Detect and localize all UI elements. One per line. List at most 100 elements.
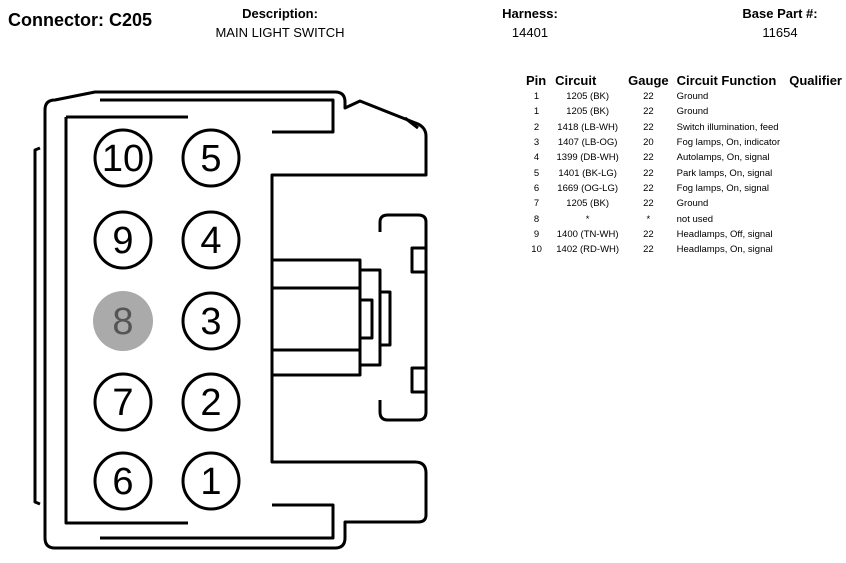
connector-housing bbox=[33, 90, 428, 550]
pin-cell: 8 bbox=[533, 213, 540, 225]
pin-3: 3 bbox=[181, 291, 241, 351]
gauge-cell: 20 bbox=[643, 137, 654, 149]
pin-number: 3 bbox=[200, 301, 221, 343]
function-cell: Fog lamps, On, signal bbox=[676, 182, 770, 194]
table-row: 10 1402 (RD-WH) 22 Headlamps, On, signal bbox=[522, 242, 846, 257]
qualifier-cell bbox=[785, 89, 846, 104]
qualifier-cell bbox=[785, 150, 846, 165]
circuit-cell: 1407 (LB-OG) bbox=[557, 137, 618, 149]
pin-number: 5 bbox=[200, 138, 221, 180]
connector-title: Connector: C205 bbox=[8, 10, 153, 30]
pin-number: 10 bbox=[102, 138, 144, 180]
circuit-cell: * bbox=[585, 213, 590, 225]
qualifier-cell bbox=[785, 196, 846, 211]
base-part-block: Base Part #: 11654 bbox=[730, 6, 830, 40]
pinout-table-header: Pin Circuit Gauge Circuit Function Quali… bbox=[522, 71, 846, 89]
pin-2: 2 bbox=[181, 372, 241, 432]
pin-circle bbox=[93, 128, 153, 188]
pin-cell: 10 bbox=[531, 244, 542, 256]
gauge-cell: 22 bbox=[643, 91, 654, 103]
pinout-table: Pin Circuit Gauge Circuit Function Quali… bbox=[522, 71, 846, 257]
col-header-qualifier: Qualifier bbox=[789, 72, 842, 88]
pin-grid: 10 9 8 7 6 5 4 3 2 1 bbox=[93, 128, 241, 511]
pin-number: 6 bbox=[112, 461, 133, 503]
pin-8: 8 bbox=[93, 291, 153, 351]
circuit-cell: 1205 (BK) bbox=[566, 106, 610, 118]
pin-circle bbox=[181, 372, 241, 432]
col-header-circuit: Circuit bbox=[555, 72, 597, 88]
pin-number: 4 bbox=[200, 220, 221, 262]
function-cell: Headlamps, Off, signal bbox=[676, 228, 773, 240]
pin-circle bbox=[181, 210, 241, 270]
col-header-pin: Pin bbox=[526, 72, 547, 88]
pin-10: 10 bbox=[93, 128, 153, 188]
pin-circle bbox=[93, 451, 153, 511]
pin-circle bbox=[181, 291, 241, 351]
col-header-gauge: Gauge bbox=[628, 72, 669, 88]
table-row: 8 * * not used bbox=[522, 211, 846, 226]
pin-cell: 6 bbox=[533, 182, 540, 194]
circuit-cell: 1400 (TN-WH) bbox=[556, 228, 619, 240]
pin-cell: 5 bbox=[533, 167, 540, 179]
pin-9: 9 bbox=[93, 210, 153, 270]
pin-cell: 3 bbox=[533, 137, 540, 149]
qualifier-cell bbox=[785, 165, 846, 180]
pin-6: 6 bbox=[93, 451, 153, 511]
table-row: 9 1400 (TN-WH) 22 Headlamps, Off, signal bbox=[522, 227, 846, 242]
harness-block: Harness: 14401 bbox=[480, 6, 580, 40]
gauge-cell: * bbox=[646, 213, 651, 225]
function-cell: Headlamps, On, signal bbox=[676, 244, 773, 256]
gauge-cell: 22 bbox=[643, 228, 654, 240]
circuit-cell: 1669 (OG-LG) bbox=[557, 182, 619, 194]
circuit-cell: 1205 (BK) bbox=[566, 198, 610, 210]
pin-1: 1 bbox=[181, 451, 241, 511]
circuit-cell: 1401 (BK-LG) bbox=[558, 167, 617, 179]
col-header-circuit-function: Circuit Function bbox=[676, 72, 777, 88]
gauge-cell: 22 bbox=[643, 152, 654, 164]
description-label: Description: bbox=[242, 6, 318, 21]
function-cell: Autolamps, On, signal bbox=[676, 152, 770, 164]
function-cell: Switch illumination, feed bbox=[676, 121, 779, 133]
harness-value: 14401 bbox=[511, 25, 549, 40]
gauge-cell: 22 bbox=[643, 244, 654, 256]
qualifier-cell bbox=[785, 135, 846, 150]
pin-cell: 9 bbox=[533, 228, 540, 240]
function-cell: Ground bbox=[676, 91, 709, 103]
function-cell: Ground bbox=[676, 198, 709, 210]
function-cell: Fog lamps, On, indicator bbox=[676, 137, 781, 149]
qualifier-cell bbox=[785, 120, 846, 135]
pin-number: 2 bbox=[200, 382, 221, 424]
pin-circle bbox=[181, 128, 241, 188]
pin-circle bbox=[93, 291, 153, 351]
function-cell: Ground bbox=[676, 106, 709, 118]
table-row: 3 1407 (LB-OG) 20 Fog lamps, On, indicator bbox=[522, 135, 846, 150]
gauge-cell: 22 bbox=[643, 167, 654, 179]
gauge-cell: 22 bbox=[643, 198, 654, 210]
pin-circle bbox=[93, 210, 153, 270]
pin-number: 8 bbox=[112, 301, 133, 343]
pin-number: 9 bbox=[112, 220, 133, 262]
function-cell: not used bbox=[676, 213, 714, 225]
qualifier-cell bbox=[785, 181, 846, 196]
gauge-cell: 22 bbox=[643, 121, 654, 133]
qualifier-cell bbox=[785, 104, 846, 119]
pin-7: 7 bbox=[93, 372, 153, 432]
description-block: Description: MAIN LIGHT SWITCH bbox=[200, 6, 360, 40]
base-part-value: 11654 bbox=[762, 25, 798, 40]
harness-label: Harness: bbox=[502, 6, 558, 21]
pin-cell: 2 bbox=[533, 121, 540, 133]
base-part-label: Base Part #: bbox=[742, 6, 818, 21]
pin-5: 5 bbox=[181, 128, 241, 188]
pin-cell: 4 bbox=[533, 152, 540, 164]
circuit-cell: 1402 (RD-WH) bbox=[556, 244, 620, 256]
pin-4: 4 bbox=[181, 210, 241, 270]
pin-cell: 7 bbox=[533, 198, 540, 210]
pin-number: 7 bbox=[112, 382, 133, 424]
qualifier-cell bbox=[785, 242, 846, 257]
